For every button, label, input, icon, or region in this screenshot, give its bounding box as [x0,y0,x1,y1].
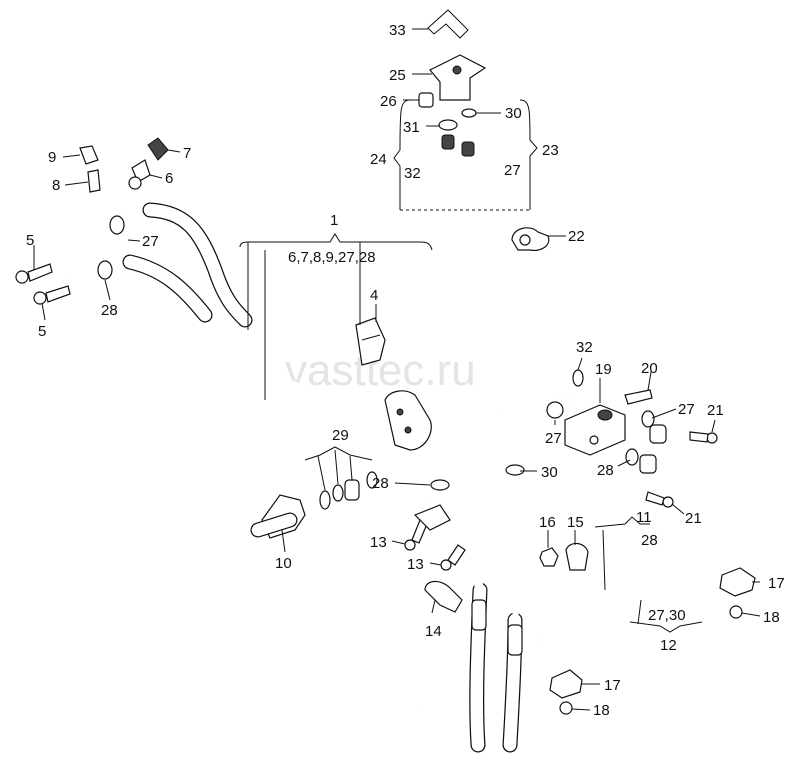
seal-29b [332,484,344,502]
callout-28-right: 28 [597,462,614,479]
bolt-13-lower [440,544,466,571]
callout-28-left: 28 [101,302,118,319]
callout-12: 12 [660,637,677,654]
callout-32-right: 32 [576,339,593,356]
valve-8 [87,169,101,193]
nut-26 [418,92,434,108]
callout-23: 23 [542,142,559,159]
leader-lines [33,28,761,711]
callout-6: 6 [165,170,173,187]
callout-18-bottom: 18 [593,702,610,719]
callout-33: 33 [389,22,406,39]
callout-27-right: 27 [545,430,562,447]
oring-28-left [97,260,113,280]
oring-30-top [461,108,477,118]
callout-27-top: 27 [504,162,521,179]
callout-26: 26 [380,93,397,110]
bolt-5-lower [33,285,71,305]
callout-1-parts: 6,7,8,9,27,28 [288,249,376,266]
callout-29: 29 [332,427,349,444]
callout-22: 22 [568,228,585,245]
oring-30-middle [505,464,525,476]
oring-28-middle [430,479,450,491]
bolt-20 [624,389,653,405]
seal-29d [366,471,378,489]
clip-33 [427,9,469,39]
nut-16 [539,547,559,567]
clip-4 [355,317,386,366]
expansion-valve-19 [564,404,626,456]
clamp-14 [424,580,463,613]
cap-9 [79,145,99,165]
callout-14: 14 [425,623,442,640]
callout-11-parts: 28 [641,532,658,549]
callout-32-top: 32 [404,165,421,182]
callout-20: 20 [641,360,658,377]
bracket-25 [429,54,487,101]
components [15,9,756,715]
seal-29a [319,490,331,510]
callout-5-upper: 5 [26,232,34,249]
callout-13-upper: 13 [370,534,387,551]
bolt-5-upper [15,263,53,284]
oring-27-left [109,215,125,235]
callout-18-right: 18 [763,609,780,626]
callout-24: 24 [370,151,387,168]
callout-11: 11 [636,509,652,526]
oring-31 [438,119,458,131]
callout-27-left: 27 [142,233,159,250]
callout-31: 31 [403,119,420,136]
callout-10: 10 [275,555,292,572]
callout-19: 19 [595,361,612,378]
callout-16: 16 [539,514,556,531]
callout-12-parts: 27,30 [648,607,686,624]
clamp-17-bottom [549,669,583,699]
callout-30-middle: 30 [541,464,558,481]
callout-17-right: 17 [768,575,785,592]
callout-30-top: 30 [505,105,522,122]
callout-28-middle: 28 [372,475,389,492]
oring-27-right [546,401,564,419]
flange-plate [384,390,432,451]
callout-21-lower: 21 [685,510,702,527]
oring-27-block [641,410,655,428]
callout-15: 15 [567,514,584,531]
oring-28-right [625,448,639,466]
callout-labels: 33 25 26 31 30 24 32 27 23 22 9 8 7 6 27… [26,22,785,719]
callout-9: 9 [48,149,56,166]
seal-29c [344,479,360,501]
bolt-21-lower [645,491,674,508]
callout-27-block: 27 [678,401,695,418]
callout-7: 7 [183,145,191,162]
cap-7 [147,137,169,161]
callout-13-lower: 13 [407,556,424,573]
callout-25: 25 [389,67,406,84]
callout-8: 8 [52,177,60,194]
callout-21-upper: 21 [707,402,724,419]
oring-32-right [572,369,584,387]
callout-5-lower: 5 [38,323,46,340]
bolt-13-upper [404,519,428,551]
clamp-15 [565,542,589,571]
callout-1: 1 [330,212,338,229]
callout-17-bottom: 17 [604,677,621,694]
bolt-21-upper [689,431,718,444]
clamp-17-right [719,567,756,597]
callout-4: 4 [370,287,378,304]
